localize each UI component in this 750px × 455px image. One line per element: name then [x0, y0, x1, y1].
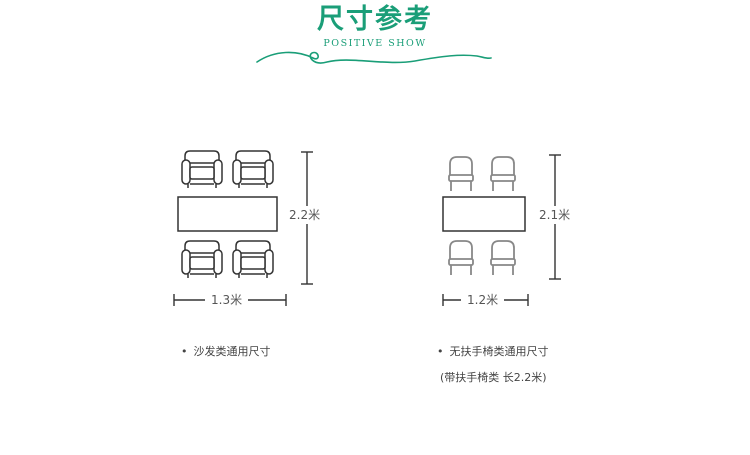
armchair-icon	[232, 240, 274, 279]
armchair-icon	[181, 150, 223, 189]
bullet-icon: •	[181, 345, 188, 358]
sofa-layout	[173, 150, 313, 306]
swirl-line	[256, 51, 492, 64]
armchair-icon	[181, 240, 223, 279]
armchair-icon	[232, 150, 274, 189]
chair-icon	[490, 240, 516, 276]
chair-caption-item: • 无扶手椅类通用尺寸	[437, 345, 549, 359]
page-subtitle: POSITIVE SHOW	[323, 38, 427, 49]
bullet-icon: •	[437, 345, 444, 358]
chair-layout	[442, 154, 561, 306]
sofa-width-label: 1.3米	[205, 293, 249, 307]
chair-note: (带扶手椅类 长2.2米)	[440, 371, 547, 384]
table-rectangle	[442, 196, 526, 232]
decorative-swirl	[256, 51, 492, 64]
chair-icon	[448, 240, 474, 276]
page-title: 尺寸参考	[317, 4, 433, 35]
table-rectangle	[177, 196, 278, 232]
chair-caption: 无扶手椅类通用尺寸	[449, 345, 549, 358]
chair-length-label: 2.1米	[538, 206, 572, 224]
chair-icon	[448, 156, 474, 192]
sofa-length-label: 2.2米	[288, 206, 322, 224]
sofa-caption: 沙发类通用尺寸	[193, 345, 271, 358]
sofa-caption-item: • 沙发类通用尺寸	[181, 345, 271, 359]
chair-width-label: 1.2米	[461, 293, 505, 307]
chair-icon	[490, 156, 516, 192]
